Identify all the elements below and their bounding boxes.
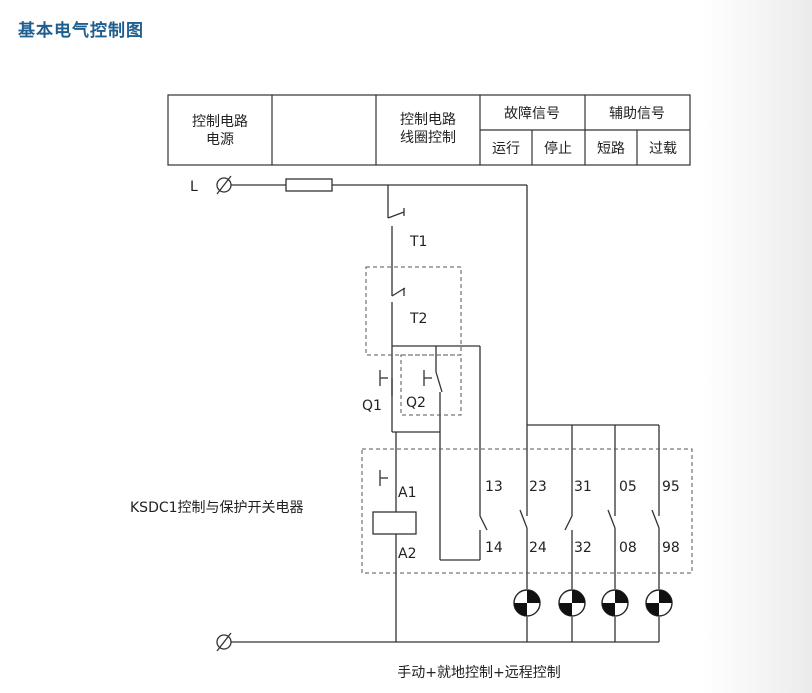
terminal-top: 95 [662, 479, 680, 495]
label-q1: Q1 [362, 398, 382, 414]
label-q2: Q2 [406, 395, 426, 411]
lamp-icon [513, 589, 541, 617]
label-t2: T2 [409, 311, 427, 327]
terminal-bottom: 24 [529, 540, 547, 556]
indicator-lamps [513, 589, 673, 617]
terminal-bottom: 14 [485, 540, 503, 556]
fuse [285, 178, 333, 192]
terminal-top: 05 [619, 479, 637, 495]
header-coil-control-line2: 线圈控制 [400, 130, 456, 146]
label-device: KSDC1控制与保护开关电器 [130, 500, 304, 516]
lamp-icon [645, 589, 673, 617]
header-control-power-line2: 电源 [206, 132, 234, 148]
header-aux-signal: 辅助信号 [609, 106, 665, 122]
terminal-bottom: 98 [662, 540, 680, 556]
lamp-icon [601, 589, 629, 617]
terminal-top: 31 [574, 479, 592, 495]
device-box [361, 448, 693, 574]
page-title: 基本电气控制图 [18, 21, 144, 41]
header-coil-control-line1: 控制电路 [400, 112, 456, 128]
label-line: L [190, 179, 198, 195]
label-a2: A2 [398, 546, 416, 562]
q2-box [400, 354, 462, 416]
diagram-caption: 手动+就地控制+远程控制 [397, 665, 560, 681]
wiring [216, 175, 660, 652]
header-stop: 停止 [544, 140, 572, 157]
header-table [167, 94, 691, 166]
header-run: 运行 [492, 141, 520, 157]
label-t1: T1 [409, 234, 427, 250]
header-short: 短路 [597, 141, 625, 157]
header-fault-signal: 故障信号 [504, 106, 560, 122]
dashed-boxes [361, 266, 693, 574]
t2-q2-box [365, 266, 462, 356]
header-control-power-line1: 控制电路 [192, 114, 248, 130]
terminal-bottom: 08 [619, 540, 637, 556]
terminal-bottom: 32 [574, 540, 592, 556]
coil [372, 511, 417, 535]
terminal-top: 13 [485, 479, 503, 495]
header-overload: 过载 [649, 141, 677, 157]
lamp-icon [558, 589, 586, 617]
label-a1: A1 [398, 485, 416, 501]
terminal-top: 23 [529, 479, 547, 495]
